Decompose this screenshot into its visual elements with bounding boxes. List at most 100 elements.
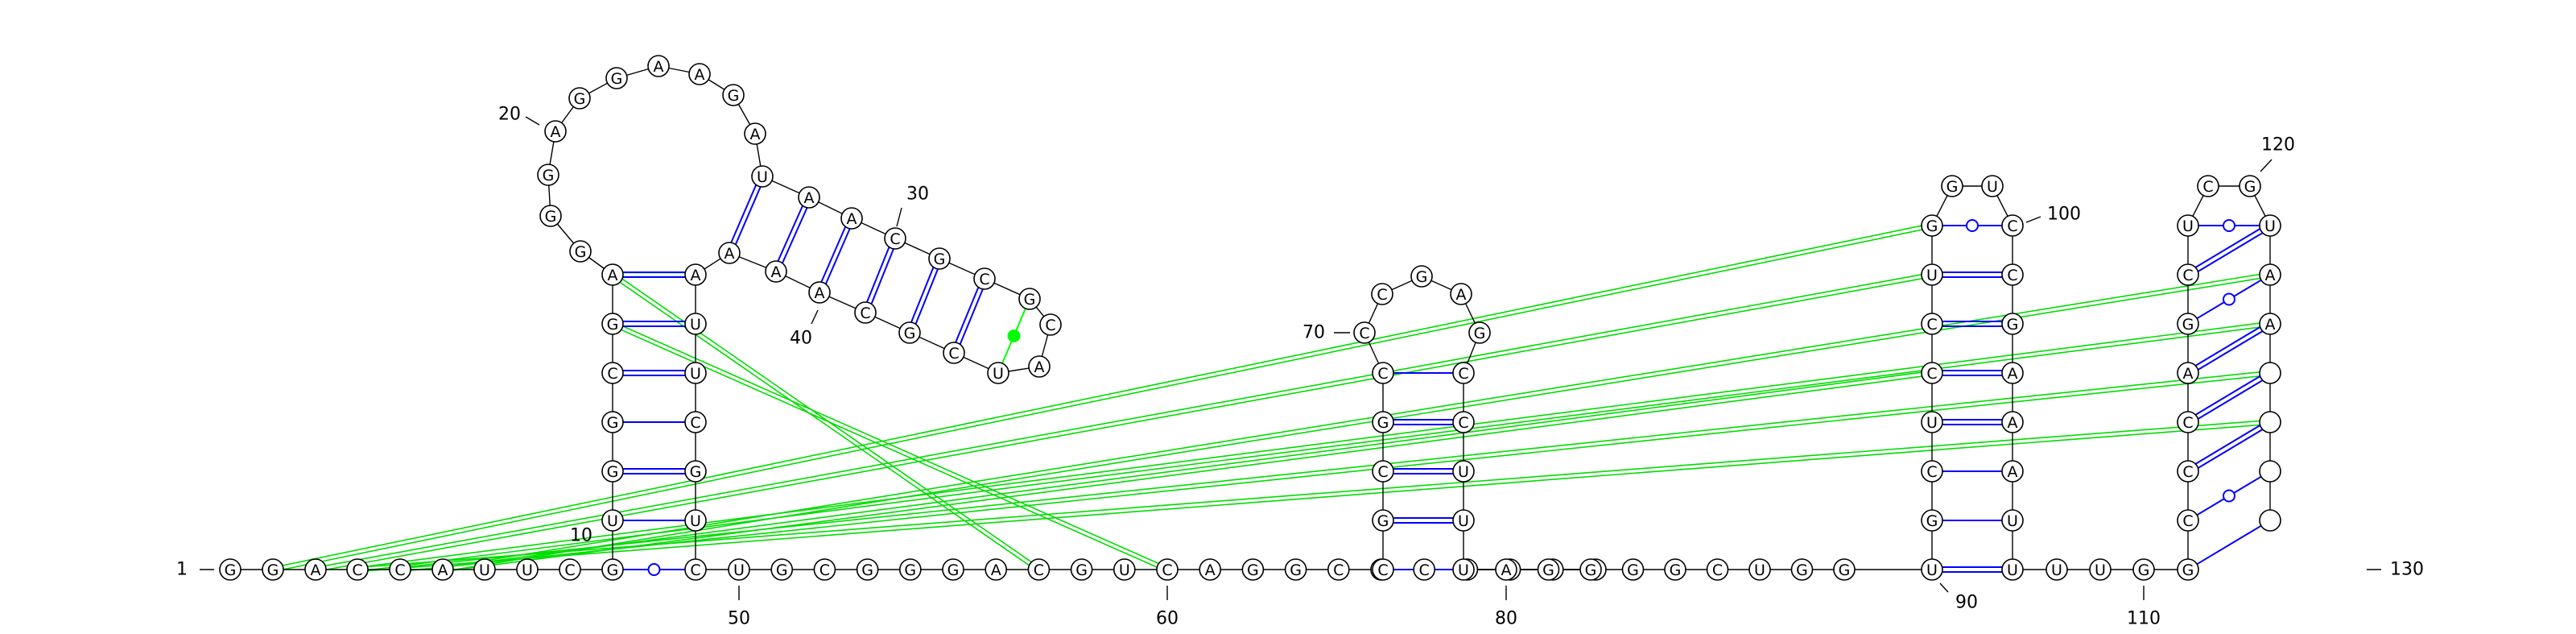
pseudoknot-line [400, 374, 2271, 573]
nucleotide-circle [1039, 313, 1062, 336]
nucleotide-letter: C [890, 230, 900, 248]
nucleotide-circle [898, 321, 921, 344]
nucleotide-letter: G [690, 463, 702, 481]
nucleotide-14: C [601, 362, 624, 384]
nucleotide-letter: U [993, 365, 1004, 383]
nucleotide-letter: G [1542, 561, 1554, 579]
nucleotide-circle [537, 164, 559, 186]
nucleotide-97: C [1921, 460, 1943, 483]
nucleotide-72: G [1372, 509, 1394, 532]
nucleotide-circle [2259, 263, 2281, 286]
nucleotide-128: A [2259, 313, 2281, 335]
nucleotide-letter: A [2008, 414, 2018, 432]
nucleotide-circle [1452, 362, 1475, 384]
nucleotide-letter: G [1377, 414, 1389, 432]
nucleotide-circle [1027, 558, 1051, 581]
nucleotide-letter: A [847, 210, 857, 228]
nucleotide-letter: A [724, 245, 735, 263]
nucleotide-circle [2259, 411, 2281, 433]
nucleotide-letter: G [2007, 316, 2019, 334]
base-pair-bond [914, 268, 939, 325]
nucleotide-95: U [1921, 558, 1943, 581]
nucleotide-letter: U [757, 168, 768, 186]
nucleotide-88: G [1579, 558, 1602, 581]
nucleotide-circle [1452, 558, 1475, 581]
nucleotide-circle [1921, 263, 1943, 286]
nucleotide-71: C [1372, 558, 1394, 581]
nucleotide-37: C [943, 342, 965, 364]
nucleotide-letter: G [934, 251, 946, 268]
nucleotide-circle [544, 120, 567, 143]
nucleotide-circle [1748, 558, 1771, 581]
nucleotide-16: A [601, 263, 624, 286]
nucleotide-circle [2177, 362, 2199, 384]
backbone-layer [230, 65, 2271, 570]
pseudoknot-layer [272, 222, 2271, 573]
nucleotide-83: U [1452, 460, 1475, 483]
nucleotide-49: C [684, 558, 707, 581]
nucleotide-77: C [1371, 283, 1393, 305]
nucleotide-105: C [2001, 214, 2024, 237]
nucleotide-letter: C [2007, 218, 2017, 235]
nucleotide-circle [856, 558, 879, 581]
nucleotide-126: U [2259, 214, 2281, 237]
nucleotide-circle [1410, 265, 1433, 288]
nucleotide-99: C [1921, 362, 1943, 384]
nucleotide-circle [1156, 558, 1179, 581]
nucleotide-circle [1371, 283, 1393, 305]
nucleotide-letter: A [771, 263, 782, 281]
nucleotide-43: A [684, 263, 707, 286]
nucleotide-circle [516, 558, 539, 581]
nucleotide-letter: U [1458, 463, 1469, 481]
nucleotide-23: A [647, 55, 670, 77]
nucleotide-letter: G [607, 414, 619, 432]
nucleotide-circle [1018, 288, 1041, 310]
nucleotide-111: U [2001, 509, 2024, 532]
nucleotide-circle [684, 263, 707, 286]
nucleotide-circle [2177, 460, 2199, 483]
pseudoknot-line [357, 325, 2271, 573]
nucleotide-circle [605, 67, 628, 89]
nucleotide-letter: U [690, 512, 701, 530]
base-pair-bond [2198, 429, 2263, 469]
nucleotide-letter: C [1458, 365, 1468, 383]
pseudoknot-line [399, 370, 2270, 569]
nucleotide-letter: A [695, 66, 705, 84]
nucleotide-24: A [688, 63, 711, 85]
nucleotide-letter: U [479, 561, 490, 579]
pseudoknot-line [443, 374, 1933, 573]
nucleotide-84: U [1452, 509, 1475, 532]
base-pair-bond [734, 186, 762, 245]
nucleotide-76: C [1353, 321, 1376, 344]
nucleotide-circle [559, 558, 581, 581]
nucleotide-circle [987, 362, 1009, 384]
nucleotide-letter: A [1456, 286, 1467, 304]
nucleotide-letter: U [2182, 218, 2194, 235]
nucleotide-47: G [684, 460, 707, 483]
nucleotide-letter: G [1839, 561, 1851, 579]
nucleotide-circle [389, 558, 411, 581]
nucleotide-circle [1372, 509, 1394, 532]
nucleotide-circle [219, 558, 242, 581]
nucleotide-circle [884, 227, 906, 250]
nucleotide-circle [1921, 411, 1943, 433]
nucleotide-circle [601, 509, 624, 532]
nucleotide-circle [1452, 509, 1475, 532]
nucleotide-circle [2259, 362, 2281, 384]
nucleotide-letter: C [2007, 267, 2017, 284]
nucleotide-circle [1028, 355, 1051, 378]
nucleotide-circle [2001, 509, 2024, 532]
nucleotide-circle [1468, 321, 1491, 344]
nucleotide-letter: U [733, 561, 745, 579]
nucleotide-6: A [431, 558, 454, 581]
nucleotide-27: U [751, 165, 774, 188]
pseudoknot-line [613, 321, 1169, 569]
nucleotide-circle [1981, 175, 2004, 197]
base-pair-bond [825, 228, 851, 284]
nucleotide-circle [2132, 558, 2155, 581]
nucleotide-18: G [539, 205, 562, 227]
nucleotide-25: G [722, 84, 745, 106]
nucleotide-50: U [728, 558, 750, 581]
